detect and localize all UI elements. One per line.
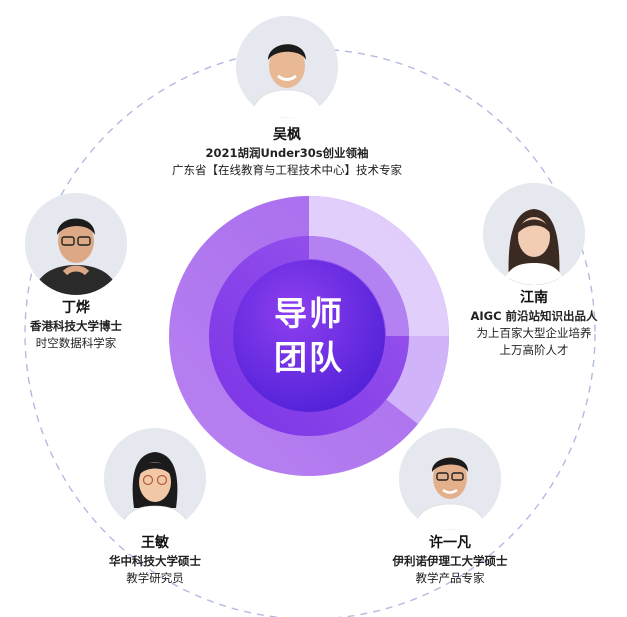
- person-portrait-icon: [25, 193, 127, 295]
- person-portrait-icon: [104, 428, 206, 530]
- mentor-title-line: 教学研究员: [126, 571, 184, 585]
- mentor-info-ding-ye: 丁烨 香港科技大学博士 时空数据科学家: [0, 298, 206, 352]
- person-portrait-icon: [483, 183, 585, 285]
- center-ring-graphic: [169, 196, 450, 476]
- center-title-line1: 导师: [274, 294, 344, 333]
- avatar-wu-feng: [236, 16, 338, 118]
- mentor-title-line: 为上百家大型企业培养: [476, 326, 592, 340]
- mentor-title-line: 华中科技大学硕士: [109, 554, 201, 568]
- center-title-line2: 团队: [274, 338, 344, 377]
- mentor-info-xu-yifan: 许一凡 伊利诺伊理工大学硕士 教学产品专家: [320, 533, 580, 587]
- mentor-title-line: 时空数据科学家: [35, 336, 117, 350]
- mentor-title-line: 教学产品专家: [415, 571, 485, 585]
- mentor-title-line: 2021胡润Under30s创业领袖: [205, 146, 369, 160]
- mentor-name: 江南: [520, 290, 548, 306]
- mentor-title-line: 香港科技大学博士: [30, 319, 122, 333]
- mentor-title-line: 伊利诺伊理工大学硕士: [392, 554, 508, 568]
- person-portrait-icon: [399, 428, 501, 530]
- mentor-title-line: 广东省【在线教育与工程技术中心】技术专家: [172, 163, 402, 177]
- mentor-name: 吴枫: [273, 127, 301, 143]
- mentor-name: 丁烨: [62, 300, 90, 316]
- mentor-info-wu-feng: 吴枫 2021胡润Under30s创业领袖 广东省【在线教育与工程技术中心】技术…: [157, 125, 417, 179]
- mentor-title-line: AIGC 前沿站知识出品人: [470, 309, 598, 323]
- mentor-title-line: 上万高阶人才: [499, 343, 569, 357]
- avatar-ding-ye: [25, 193, 127, 295]
- center-circle: 导师 团队: [168, 195, 450, 477]
- avatar-wang-min: [104, 428, 206, 530]
- mentor-name: 王敏: [141, 535, 169, 551]
- mentor-name: 许一凡: [429, 535, 471, 551]
- person-portrait-icon: [236, 16, 338, 118]
- center-title: 导师 团队: [168, 195, 450, 477]
- mentor-info-jiang-nan: 江南 AIGC 前沿站知识出品人 为上百家大型企业培养 上万高阶人才: [404, 288, 627, 359]
- avatar-xu-yifan: [399, 428, 501, 530]
- mentor-info-wang-min: 王敏 华中科技大学硕士 教学研究员: [25, 533, 285, 587]
- avatar-jiang-nan: [483, 183, 585, 285]
